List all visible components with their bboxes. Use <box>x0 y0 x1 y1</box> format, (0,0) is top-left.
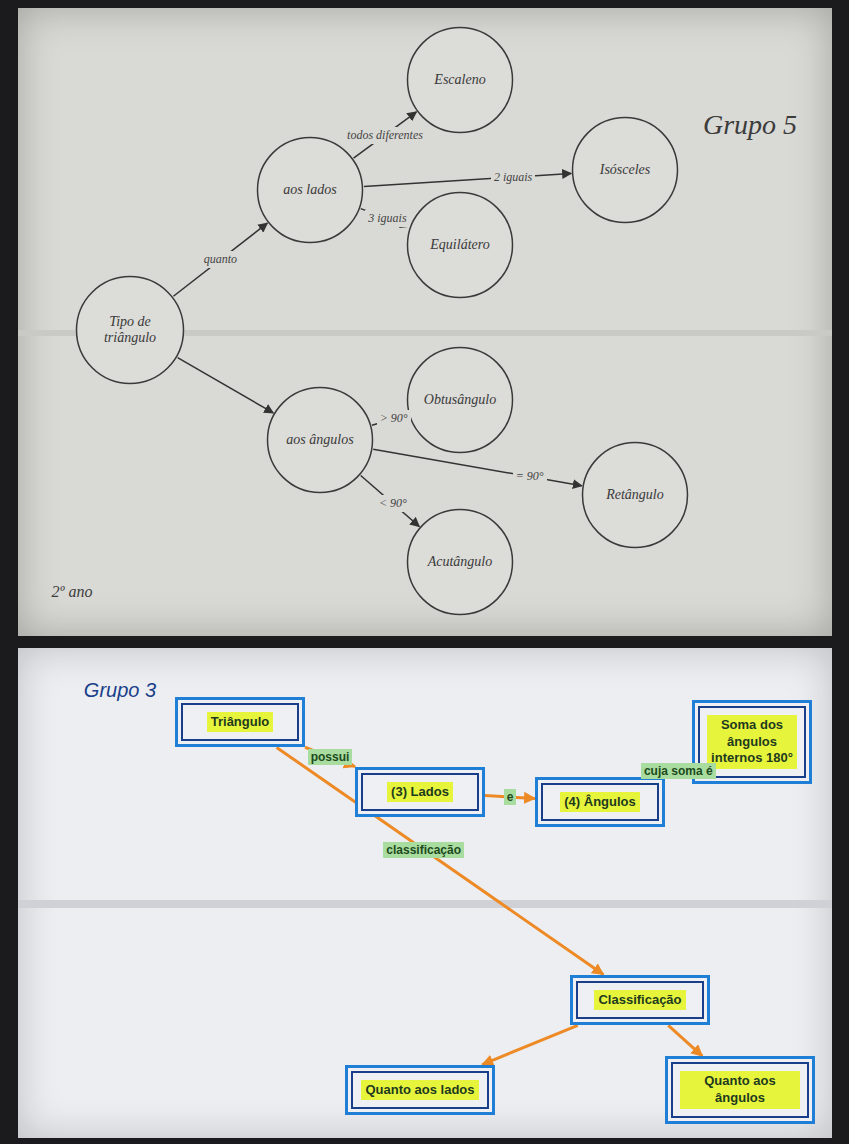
edge-label: possui <box>308 749 353 765</box>
connector-arrow <box>173 223 267 296</box>
concept-box: Triângulo <box>175 697 305 748</box>
concept-box: Quanto aos lados <box>345 1065 495 1116</box>
concept-box: (3) Lados <box>355 767 485 818</box>
connector-arrow <box>178 358 274 413</box>
concept-circle: Equilátero <box>406 191 514 299</box>
concept-box: (4) Ângulos <box>535 777 665 828</box>
paper-fold <box>18 900 832 908</box>
node-text: Equilátero <box>430 237 489 253</box>
connector-arrow <box>364 173 571 186</box>
concept-circle: aos lados <box>256 136 364 244</box>
concept-circle: Obtusângulo <box>406 346 514 454</box>
node-text: aos ângulos <box>286 432 353 448</box>
connector-arrow <box>482 1025 578 1064</box>
edge-label: quanto <box>201 251 240 268</box>
concept-circle: Escaleno <box>406 26 514 134</box>
node-text: Quanto aos lados <box>361 1080 478 1101</box>
connector-arrow <box>361 209 410 227</box>
note-label: 2º ano <box>52 583 93 601</box>
edge-label: = 90° <box>513 468 547 485</box>
node-text: Classificação <box>594 990 685 1011</box>
concept-circle: Retângulo <box>581 441 689 549</box>
note-label: Grupo 3 <box>84 679 156 702</box>
concept-circle: Isósceles <box>571 116 679 224</box>
edge-label: e <box>504 789 517 805</box>
note-label: Grupo 5 <box>703 109 797 141</box>
connector-arrow <box>373 449 582 485</box>
concept-box: Quanto aos ângulos <box>665 1056 815 1124</box>
node-text: Acutângulo <box>428 554 493 570</box>
edge-label: < 90° <box>376 495 410 512</box>
node-text: (4) Ângulos <box>560 792 640 813</box>
node-text: Obtusângulo <box>424 392 496 408</box>
node-text: Escaleno <box>434 72 485 88</box>
node-text: Quanto aos ângulos <box>680 1071 800 1109</box>
concept-circle: aos ângulos <box>266 386 374 494</box>
node-text: Soma dos ângulos internos 180° <box>707 715 797 770</box>
concept-circle: Tipo de triângulo <box>75 275 185 385</box>
edge-label: > 90° <box>377 410 411 427</box>
edge-label: cuja soma é <box>641 763 716 779</box>
node-text: aos lados <box>283 182 336 198</box>
connector-arrow <box>361 475 420 526</box>
concept-box: Classificação <box>570 975 710 1026</box>
node-text: Retângulo <box>606 487 664 503</box>
node-text: (3) Lados <box>387 782 453 803</box>
node-text: Isósceles <box>600 162 651 178</box>
node-text: Triângulo <box>207 712 274 733</box>
edge-label: 3 iguais <box>365 210 409 227</box>
connector-arrow <box>668 1025 702 1056</box>
edge-label: 2 iguais <box>491 169 535 186</box>
node-text: Tipo de triângulo <box>86 314 174 346</box>
connector-arrow <box>305 747 355 766</box>
concept-circle: Acutângulo <box>406 508 514 616</box>
edge-label: todos diferentes <box>344 127 426 144</box>
edge-label: classificação <box>383 842 464 858</box>
